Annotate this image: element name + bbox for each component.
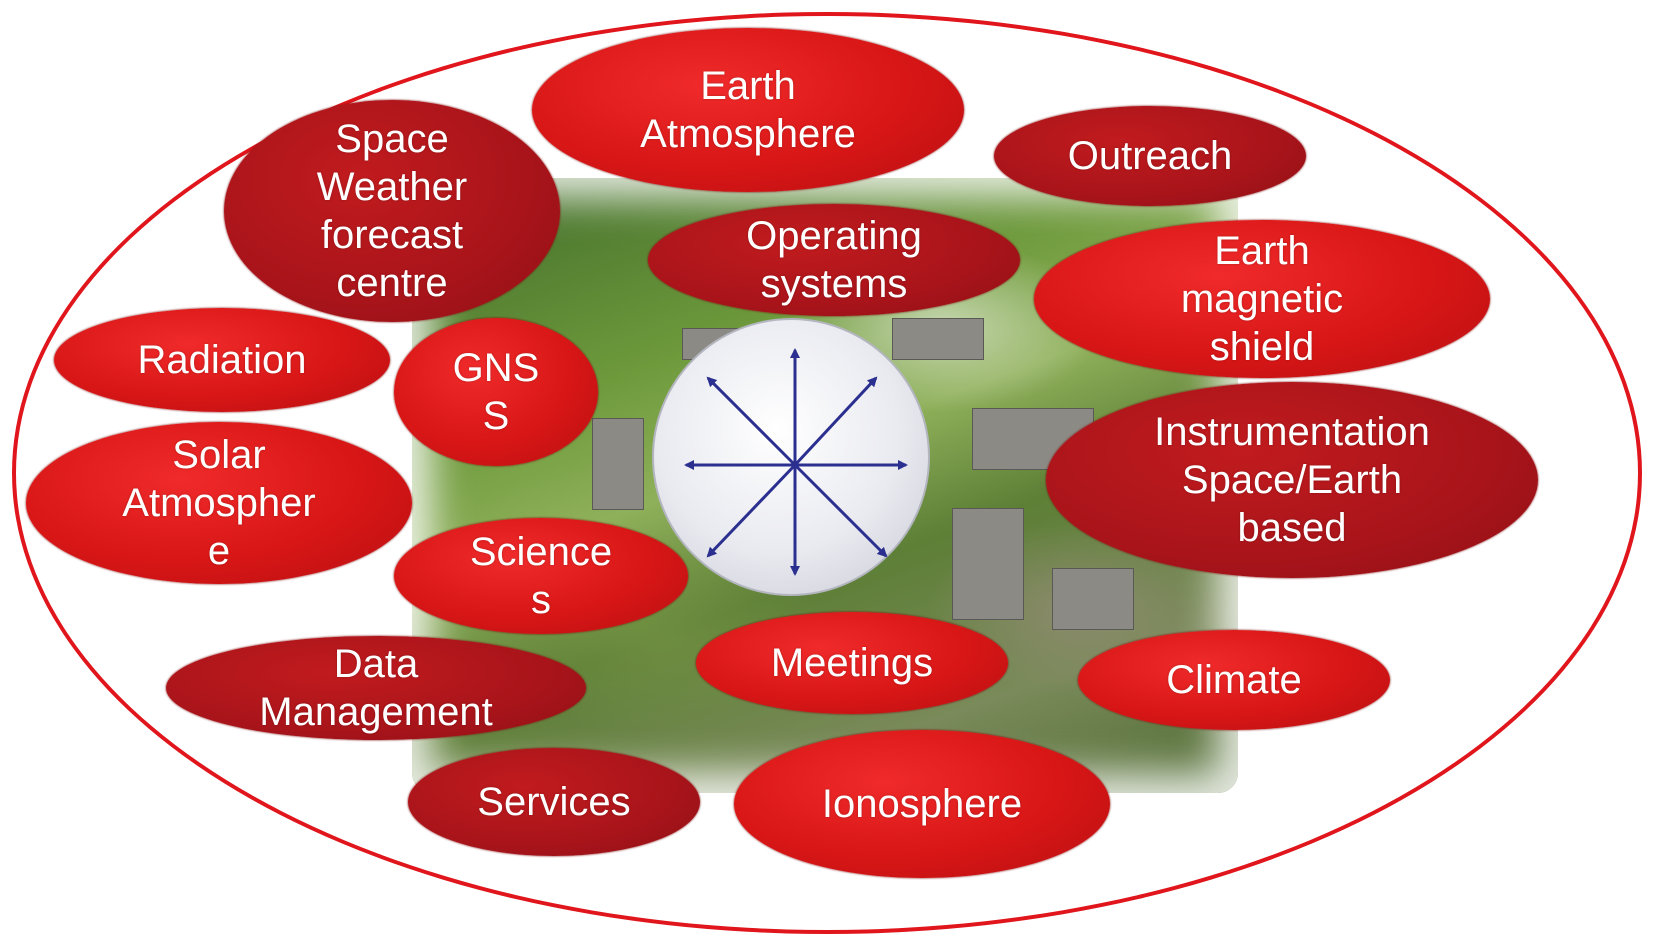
bubble-label: Radiation [137,338,307,382]
bubble-label: Operating systems [746,214,922,306]
bubble-label: Data Management [259,642,493,734]
eight-direction-arrows-icon [684,348,908,576]
bubble-label: Earth magnetic shield [1180,229,1344,369]
bubble-label: Instrumentation Space/Earth based [1154,410,1430,550]
bubble-label: Earth Atmosphere [640,64,856,156]
center-hub [652,318,930,596]
bubble-earth-atmosphere: Earth Atmosphere [532,28,964,192]
bubble-outreach: Outreach [994,106,1306,206]
bubble-ionosphere: Ionosphere [734,730,1110,878]
bubble-earth-magnetic-shield: Earth magnetic shield [1034,220,1490,378]
building-shape [592,418,644,510]
bubble-instrumentation: Instrumentation Space/Earth based [1046,382,1538,578]
bubble-operating-systems: Operating systems [648,204,1020,316]
bubble-solar-atmosphere: Solar Atmospher e [26,422,412,584]
bubble-label: Climate [1166,658,1302,702]
bubble-label: Science s [469,530,613,622]
bubble-label: Space Weather forecast centre [316,117,468,305]
bubble-label: Services [477,780,631,824]
outer-ellipse [12,12,1642,934]
bubble-space-weather: Space Weather forecast centre [224,100,560,322]
building-shape [1052,568,1134,630]
bubble-label: Solar Atmospher e [122,433,316,573]
bubble-label: Meetings [770,641,934,685]
bubble-label: Outreach [1067,134,1233,178]
building-shape [892,318,984,360]
bubble-gnss: GNS S [394,318,598,466]
bubble-label: Ionosphere [821,782,1023,826]
bubble-label: GNS S [452,346,540,438]
bubble-meetings: Meetings [696,612,1008,714]
bubble-sciences: Science s [394,518,688,634]
bubble-climate: Climate [1078,630,1390,730]
bubble-data-management: Data Management [166,636,586,740]
bubble-radiation: Radiation [54,308,390,412]
bubble-services: Services [408,748,700,856]
building-shape [952,508,1024,620]
